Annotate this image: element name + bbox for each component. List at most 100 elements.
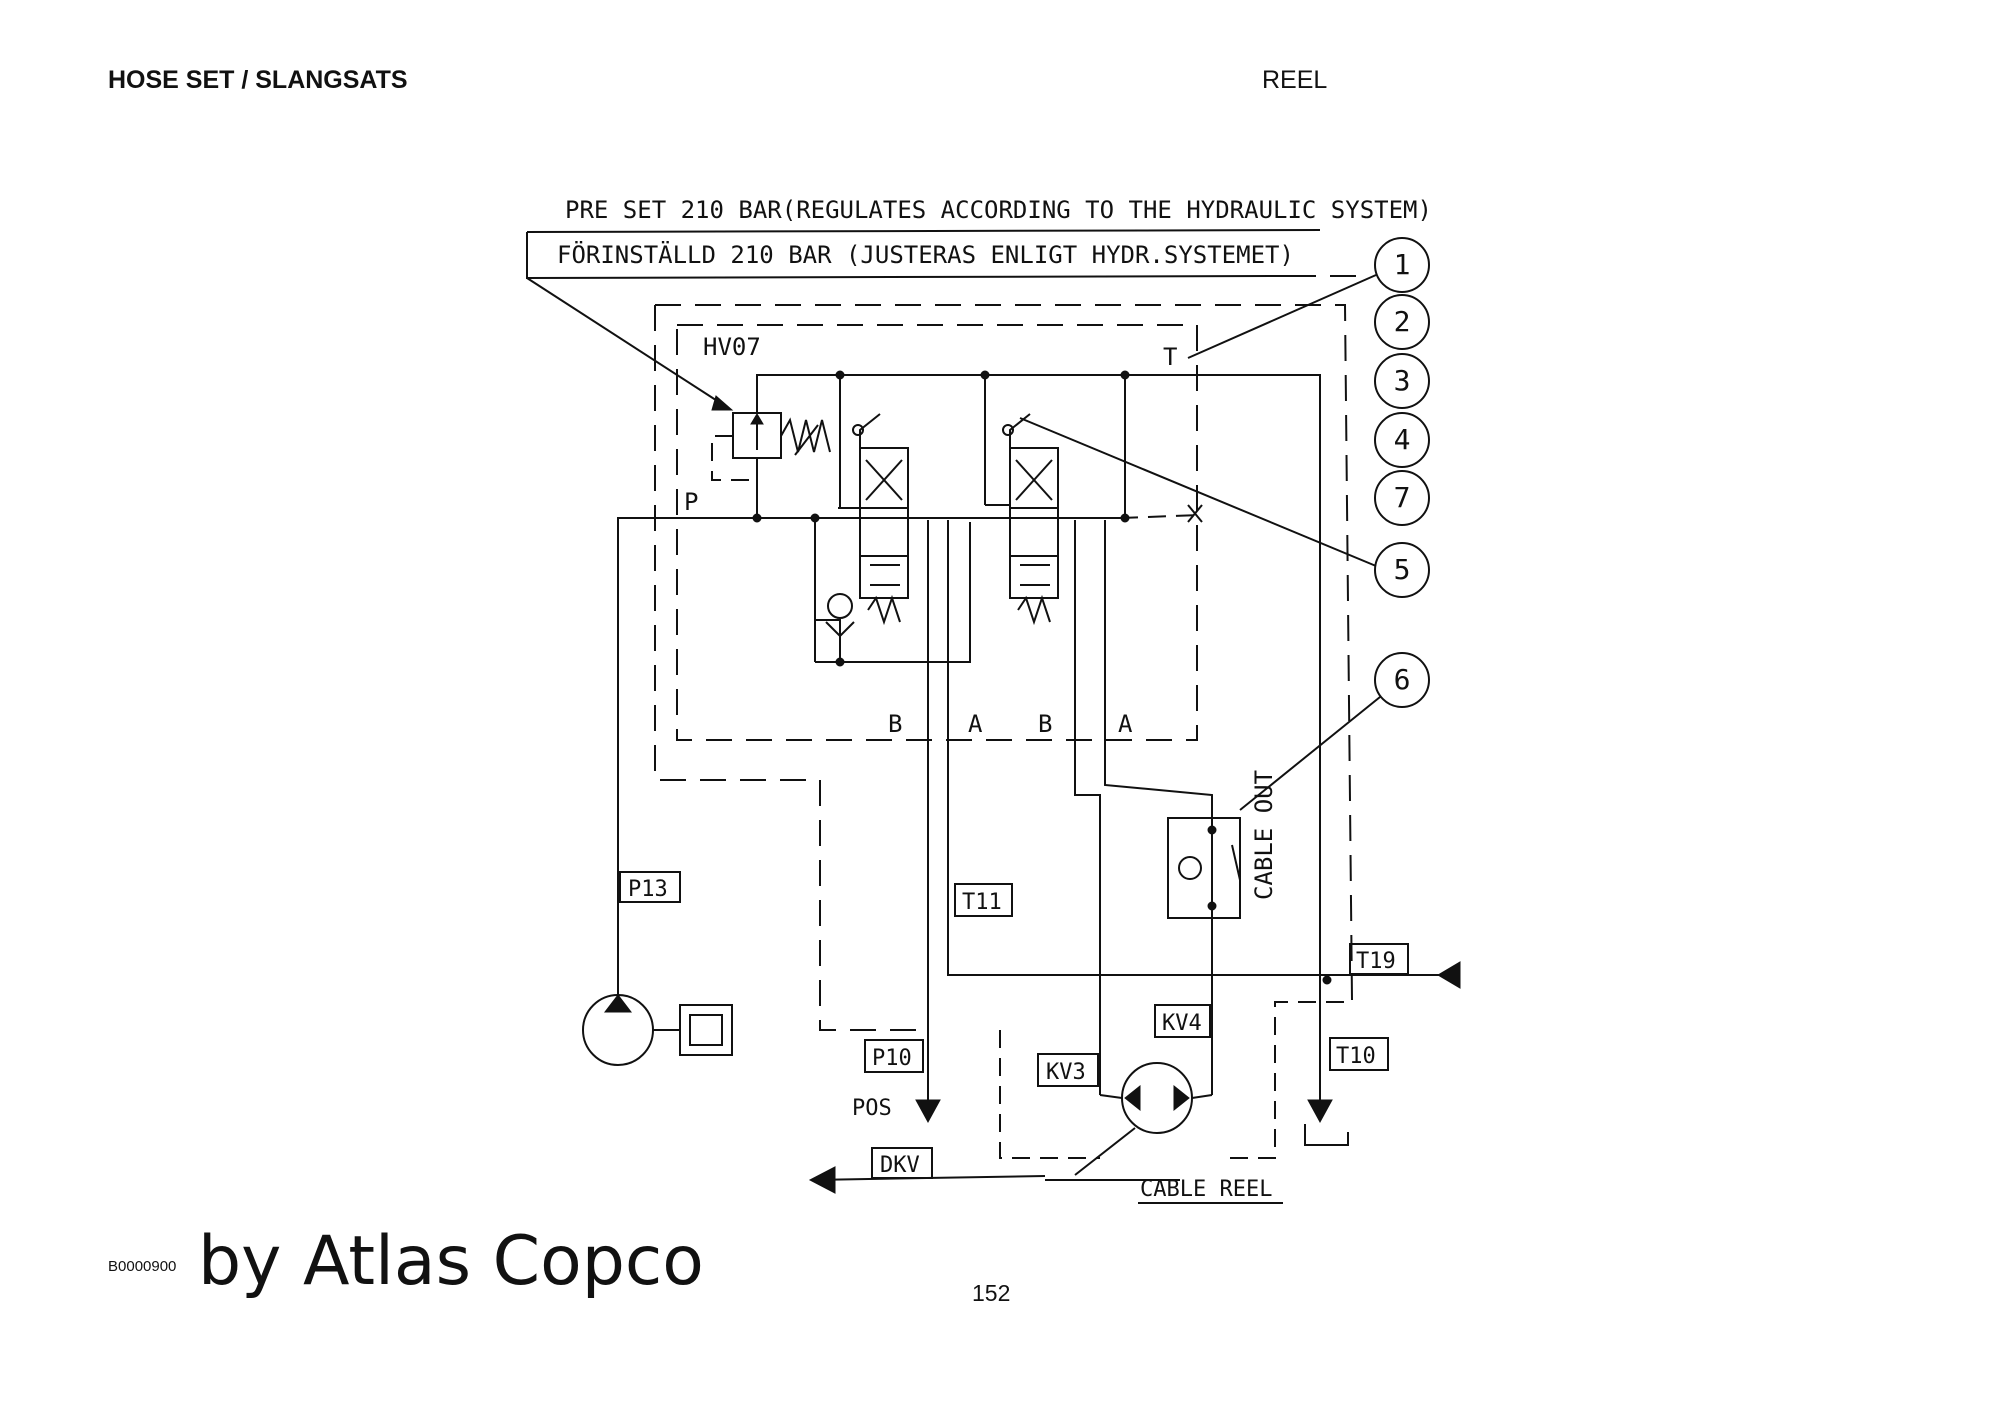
hose-tag-t10: T10: [1336, 1044, 1376, 1069]
pressure-line-end: [1119, 514, 1201, 519]
relief-valve-adjust: [794, 424, 819, 456]
note-underline: [526, 229, 1321, 233]
valve1-lower-block: [859, 555, 909, 599]
hose-tag-kv3: KV3: [1046, 1060, 1086, 1085]
valve-block-label: HV07: [703, 333, 761, 361]
hose-tag-p13: P13: [628, 877, 668, 902]
hose-tag-p13-box: [619, 871, 681, 903]
tank-bracket: [1304, 1124, 1349, 1146]
pos-arrow: [915, 1099, 941, 1124]
valve1-lever: [859, 413, 881, 448]
pos-label: POS: [852, 1096, 892, 1121]
hose-tag-kv4: KV4: [1162, 1011, 1202, 1036]
reel-motor-arrow-right: [1173, 1084, 1190, 1112]
callout-4-label: 4: [1394, 423, 1411, 456]
reel-motor-arrow-left: [1124, 1084, 1141, 1112]
callout-5: [1374, 542, 1430, 598]
dkv-arrow: [808, 1166, 836, 1194]
hose-tag-t10-box: [1329, 1037, 1389, 1071]
valve1-mid-block: [859, 507, 909, 557]
junction-dot: [1207, 901, 1217, 911]
check-valve-seat: [825, 621, 855, 638]
port-p-label: P: [684, 488, 698, 516]
hose-tag-t19: T19: [1356, 949, 1396, 974]
hose-tag-t11: T11: [962, 890, 1002, 915]
cable-out-valve: [1167, 817, 1241, 919]
pressure-line: [617, 517, 1120, 1005]
callout-1: [1374, 237, 1430, 293]
hose-tag-dkv: DKV: [880, 1153, 920, 1178]
port-a2-label: A: [1118, 710, 1133, 738]
hose-tag-dkv-box: [871, 1147, 933, 1179]
outer-boundary-right: [1230, 1001, 1350, 1159]
callout-7-label: 7: [1394, 481, 1411, 514]
port-t-label: T: [1163, 343, 1177, 371]
valve2-lower-block: [1009, 555, 1059, 599]
port-a1-label: A: [968, 710, 983, 738]
check-valve-loop: [814, 518, 841, 662]
reel-motor-leader: [1074, 1127, 1136, 1176]
port-a1-line: [947, 520, 1327, 976]
relief-valve-arrow-head: [750, 413, 764, 425]
valve2-spring: [1017, 594, 1051, 626]
pump-arrow: [603, 994, 633, 1013]
port-a2-line: [1104, 520, 1213, 1095]
junction-dot: [835, 657, 845, 667]
callout-6: [1374, 652, 1430, 708]
port-b2-line: [1074, 520, 1101, 1095]
junction-dot: [1120, 513, 1130, 523]
callout-3: [1374, 353, 1430, 409]
hose-tag-kv4-box: [1154, 1004, 1211, 1038]
valve2-mid-block: [1009, 507, 1059, 557]
hose-tag-p10: P10: [872, 1046, 912, 1071]
valve1-spring: [867, 594, 901, 626]
junction-dot: [1322, 975, 1332, 985]
junction-dot: [980, 370, 990, 380]
pump-motor: [679, 1004, 733, 1056]
relief-pilot-line: [711, 435, 757, 481]
valve2-lever-pivot: [1002, 424, 1014, 436]
page-number: 152: [972, 1280, 1011, 1306]
reel-motor-b: [1099, 1094, 1123, 1099]
hose-tag-t11-box: [954, 883, 1013, 917]
note-leader-arrow: [711, 395, 734, 411]
relief-valve-spring: [780, 417, 831, 453]
note-leader: [526, 277, 723, 405]
callout-2-label: 2: [1394, 305, 1411, 338]
check-valve-ball: [827, 593, 853, 619]
page-header-right: REEL: [1262, 66, 1328, 94]
callout-6-label: 6: [1394, 663, 1411, 696]
callout-4: [1374, 412, 1430, 468]
port-b2-label: B: [1038, 710, 1052, 738]
valve2-cross-b: [1015, 459, 1053, 501]
junction-dot: [1120, 370, 1130, 380]
junction-dot: [1207, 825, 1217, 835]
hose-tag-kv3-box: [1037, 1053, 1099, 1087]
callout-1-leader: [1187, 274, 1377, 359]
hose-tag-p10-box: [864, 1039, 924, 1073]
cable-out-check: [1178, 856, 1202, 880]
cable-out-adjust: [1231, 844, 1241, 881]
page-header-left: HOSE SET / SLANGSATS: [108, 66, 408, 94]
note-english: PRE SET 210 BAR(REGULATES ACCORDING TO T…: [565, 196, 1432, 224]
junction-dot: [810, 513, 820, 523]
valve1-b-loop: [815, 522, 971, 663]
note-swedish: FÖRINSTÄLLD 210 BAR (JUSTERAS ENLIGT HYD…: [557, 240, 1294, 269]
valve1-cross-b: [865, 459, 903, 501]
byline-watermark: by Atlas Copco: [198, 1222, 704, 1301]
outer-boundary: [655, 304, 1353, 1001]
pump-motor-inner: [689, 1014, 723, 1046]
outer-boundary-left: [654, 305, 930, 1031]
tank-arrow-t10: [1307, 1099, 1333, 1124]
junction-dot: [752, 513, 762, 523]
tank-line: [756, 374, 1321, 980]
outer-boundary-bottom: [999, 1030, 1100, 1159]
cable-reel-label: CABLE REEL: [1140, 1177, 1272, 1202]
callout-3-label: 3: [1394, 364, 1411, 397]
reel-motor-a: [1191, 1094, 1213, 1099]
callout-1-label: 1: [1394, 248, 1411, 281]
callout-5-leader: [1019, 417, 1377, 567]
callout-5-label: 5: [1394, 553, 1411, 586]
valve-block-boundary: [676, 324, 1198, 741]
